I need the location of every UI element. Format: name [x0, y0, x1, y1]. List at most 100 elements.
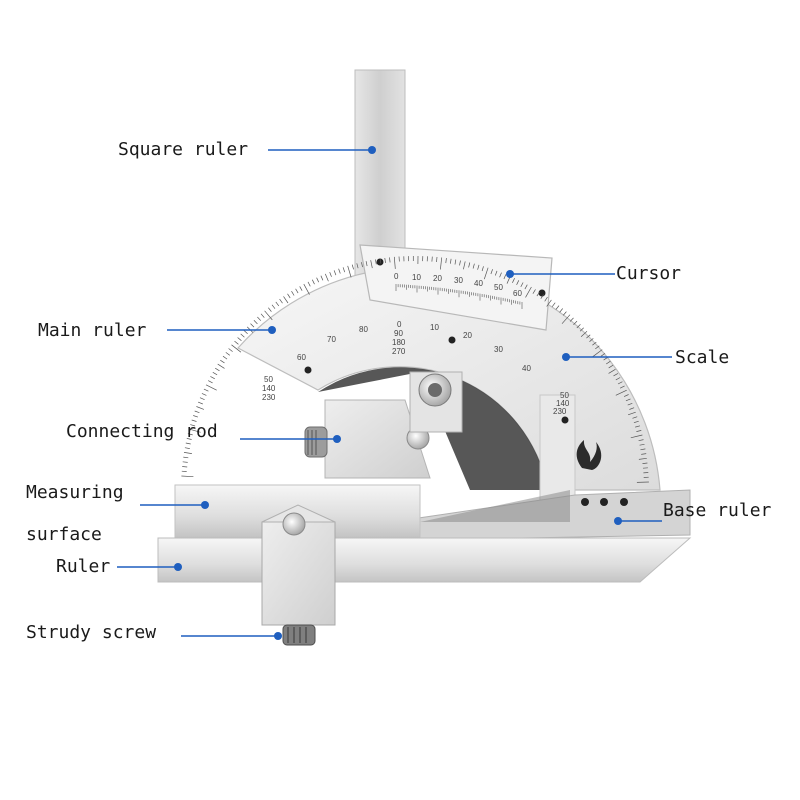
main-scale-tick: [580, 331, 588, 337]
scale-number: 50: [560, 391, 569, 400]
main-scale-tick: [559, 308, 563, 313]
main-scale-tick: [361, 262, 363, 268]
main-scale-tick: [287, 293, 291, 299]
main-scale-tick: [520, 282, 524, 288]
main-scale-tick: [633, 420, 639, 424]
main-scale-tick: [197, 401, 203, 405]
base-ruler-wedge: [420, 490, 570, 522]
main-scale-tick: [356, 263, 359, 269]
scale-number: 140: [262, 384, 276, 393]
main-scale-tick: [632, 416, 638, 419]
main-scale-tick: [307, 281, 311, 287]
cursor-number: 30: [454, 276, 463, 285]
main-scale-tick: [191, 419, 197, 422]
scale-number: 30: [494, 345, 503, 354]
leader-dot: [506, 270, 514, 278]
main-scale-tick: [472, 263, 475, 269]
cursor-number: 0: [394, 272, 399, 281]
cursor-number: 20: [433, 274, 442, 283]
main-scale-tick: [260, 313, 265, 318]
scale-number: 80: [359, 325, 368, 334]
main-scale-tick: [347, 265, 352, 278]
main-scale-tick: [630, 434, 643, 439]
main-scale-tick: [524, 284, 528, 290]
leader-dot: [614, 517, 622, 525]
main-scale-tick: [615, 389, 627, 396]
main-scale-tick: [185, 442, 191, 445]
main-scale-tick: [389, 257, 391, 263]
main-scale-tick: [503, 274, 507, 280]
main-scale-tick: [183, 456, 189, 459]
main-scale-tick: [208, 380, 213, 384]
label-ruler: Ruler: [56, 556, 110, 577]
main-scale-tick: [617, 381, 623, 385]
main-scale-tick: [210, 376, 215, 380]
main-scale-tick: [212, 371, 218, 376]
main-scale-tick: [592, 349, 603, 358]
callout-labels: Square ruler Cursor Main ruler Scale Con…: [26, 139, 772, 643]
main-ruler-scale-ticks: [181, 255, 649, 483]
main-scale-tick: [329, 271, 332, 277]
main-scale-tick: [375, 259, 377, 265]
main-scale-tick: [268, 307, 272, 312]
cursor-number: 60: [513, 289, 522, 298]
main-ruler-window: [318, 367, 548, 490]
main-scale-tick: [275, 301, 280, 307]
main-scale-tick: [303, 283, 310, 295]
label-main-ruler: Main ruler: [38, 320, 147, 341]
rivet: [600, 498, 608, 506]
main-scale-tick: [573, 320, 578, 325]
scale-number: 90: [394, 329, 403, 338]
main-scale-tick: [579, 327, 584, 332]
main-scale-tick: [540, 294, 544, 299]
main-scale-tick: [490, 269, 493, 275]
main-scale-tick: [592, 341, 597, 346]
main-scale-tick: [231, 344, 242, 353]
main-scale-tick: [516, 280, 520, 285]
main-scale-tick: [181, 475, 194, 478]
leader-dot: [174, 563, 182, 571]
scale-number: 40: [522, 364, 531, 373]
main-scale-tick: [240, 333, 245, 338]
main-scale-tick: [237, 337, 242, 341]
scale-number: 50: [264, 375, 273, 384]
rivet: [538, 289, 546, 297]
main-scale-tick: [576, 324, 581, 329]
rivet: [581, 498, 589, 506]
main-scale-tick: [641, 453, 647, 455]
scale-number: 180: [392, 338, 406, 347]
main-scale-tick: [184, 447, 190, 449]
cursor-scale-numbers: 0 10 20 30 40 50 60: [394, 272, 522, 298]
main-scale-tick: [499, 272, 502, 278]
clamp-plate: [261, 521, 336, 626]
main-scale-tick: [600, 353, 606, 357]
main-scale-tick: [182, 461, 188, 463]
main-scale-tick: [253, 319, 258, 325]
main-scale-tick: [220, 359, 225, 364]
rivet: [304, 366, 312, 374]
main-scale-tick: [463, 261, 466, 270]
main-scale-tick: [257, 316, 262, 321]
main-scale-tick: [639, 443, 645, 446]
main-scale-tick: [271, 304, 276, 309]
main-scale-tick: [606, 360, 611, 365]
main-scale-tick: [512, 278, 515, 283]
main-scale-tick: [379, 258, 382, 264]
scale-number: 0: [397, 320, 402, 329]
main-scale-tick: [468, 262, 471, 268]
label-cursor: Cursor: [616, 263, 681, 284]
main-scale-tick: [589, 338, 594, 342]
main-scale-tick: [295, 288, 299, 294]
main-scale-tick: [351, 264, 354, 270]
main-scale-tick: [608, 364, 614, 369]
main-scale-tick: [440, 257, 443, 270]
main-scale-tick: [182, 466, 188, 468]
main-scale-tick: [445, 258, 447, 264]
main-scale-tick: [203, 388, 209, 392]
main-scale-tick: [333, 270, 337, 276]
main-scale-tick: [638, 439, 644, 442]
main-scale-tick: [525, 286, 532, 298]
main-scale-tick: [454, 259, 457, 265]
